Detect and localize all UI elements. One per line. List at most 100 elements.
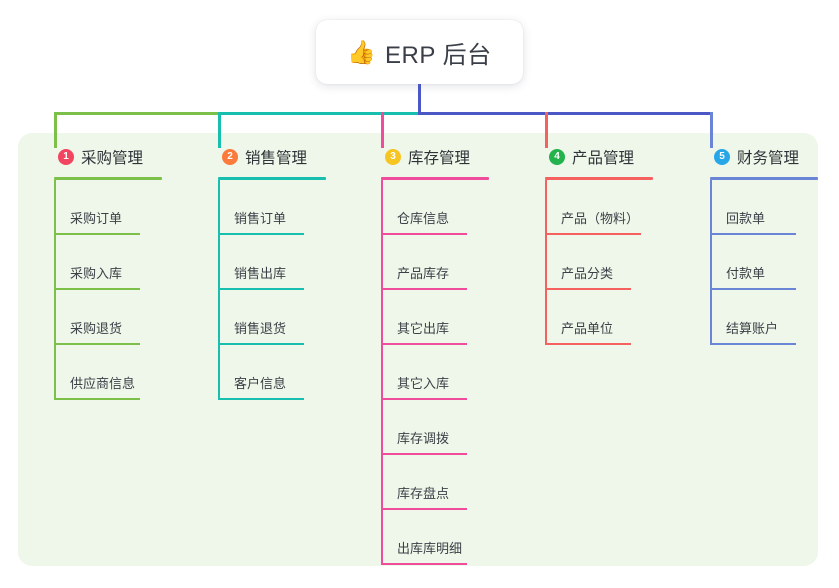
branch-stub-1 <box>54 112 57 148</box>
branch-title: 库存管理 <box>408 150 471 167</box>
item-rule <box>710 233 796 235</box>
branch-column-2: 2 销售管理销售订单销售出库销售退货客户信息 <box>200 146 326 400</box>
item-connector <box>54 290 56 345</box>
item-connector <box>545 180 547 235</box>
branch-header-2[interactable]: 2 销售管理 <box>200 146 307 168</box>
item-label: 销售退货 <box>234 321 287 336</box>
item-label: 产品分类 <box>561 266 614 281</box>
branch-column-4: 4 产品管理产品（物料） 产品分类产品单位 <box>527 146 653 345</box>
item-connector <box>545 235 547 290</box>
branch-title: 销售管理 <box>245 150 308 167</box>
item-label: 产品库存 <box>397 266 450 281</box>
branch-title: 采购管理 <box>81 150 144 167</box>
trunk-segment-2 <box>218 112 421 115</box>
branch-number-badge: 4 <box>549 149 565 165</box>
item-label: 出库库明细 <box>397 541 463 556</box>
item-rule <box>218 233 304 235</box>
item-label: 采购订单 <box>70 211 123 226</box>
item-connector <box>381 180 383 235</box>
item-connector <box>54 345 56 400</box>
root-trunk-line <box>418 84 421 115</box>
item-connector <box>545 290 547 345</box>
item-connector <box>381 510 383 565</box>
item-connector <box>381 455 383 510</box>
item-connector <box>218 180 220 235</box>
item-label: 付款单 <box>726 266 766 281</box>
branch-column-5: 5 财务管理回款单付款单结算账户 <box>692 146 818 345</box>
item-rule <box>381 453 467 455</box>
item-rule <box>381 288 467 290</box>
trunk-segment-3 <box>418 112 713 115</box>
branch-stub-4 <box>545 112 548 148</box>
item-rule <box>54 233 140 235</box>
branch-header-rule <box>54 177 162 180</box>
item-label: 采购退货 <box>70 321 123 336</box>
item-connector <box>710 180 712 235</box>
item-rule <box>710 288 796 290</box>
item-label: 客户信息 <box>234 376 287 391</box>
item-rule <box>381 563 467 565</box>
item-label: 产品（物料） <box>561 211 640 226</box>
item-label: 其它入库 <box>397 376 450 391</box>
branch-column-1: 1 采购管理采购订单采购入库采购退货供应商信息 <box>36 146 162 400</box>
item-label: 产品单位 <box>561 321 614 336</box>
branch-header-3[interactable]: 3 库存管理 <box>363 146 470 168</box>
item-rule <box>218 343 304 345</box>
item-label: 结算账户 <box>726 321 779 336</box>
branch-stub-5 <box>710 112 713 148</box>
branches-panel <box>18 133 818 566</box>
item-rule <box>545 343 631 345</box>
item-connector <box>54 180 56 235</box>
item-label: 销售订单 <box>234 211 287 226</box>
item-connector <box>710 235 712 290</box>
trunk-segment-1 <box>54 112 221 115</box>
item-rule <box>218 288 304 290</box>
root-node-title: ERP 后台 <box>385 41 492 69</box>
item-connector <box>710 290 712 345</box>
item-rule <box>54 343 140 345</box>
item-rule <box>218 398 304 400</box>
branch-stub-3 <box>381 112 384 148</box>
item-label: 供应商信息 <box>70 376 136 391</box>
item-connector <box>218 235 220 290</box>
item-rule <box>54 398 140 400</box>
item-label: 采购入库 <box>70 266 123 281</box>
branch-title: 产品管理 <box>572 150 635 167</box>
item-connector <box>381 235 383 290</box>
branch-title: 财务管理 <box>737 150 800 167</box>
item-connector <box>218 345 220 400</box>
item-rule <box>381 508 467 510</box>
branch-header-rule <box>218 177 326 180</box>
item-rule <box>710 343 796 345</box>
item-connector <box>54 235 56 290</box>
item-label: 回款单 <box>726 211 766 226</box>
item-connector <box>381 345 383 400</box>
item-rule <box>545 288 631 290</box>
item-rule <box>381 343 467 345</box>
branch-number-badge: 3 <box>385 149 401 165</box>
root-node-content: 👍 ERP 后台 <box>347 35 491 70</box>
branch-header-1[interactable]: 1 采购管理 <box>36 146 143 168</box>
item-label: 销售出库 <box>234 266 287 281</box>
item-rule <box>381 233 467 235</box>
item-connector <box>218 290 220 345</box>
item-connector <box>381 290 383 345</box>
branch-stub-2 <box>218 112 221 148</box>
item-connector <box>381 400 383 455</box>
branch-number-badge: 2 <box>222 149 238 165</box>
item-rule <box>381 398 467 400</box>
item-rule <box>54 288 140 290</box>
branch-header-rule <box>710 177 818 180</box>
root-node[interactable]: 👍 ERP 后台 <box>316 20 523 84</box>
thumbs-up-icon: 👍 <box>347 38 377 65</box>
item-label: 库存盘点 <box>397 486 450 501</box>
branch-header-rule <box>545 177 653 180</box>
branch-number-badge: 1 <box>58 149 74 165</box>
branch-header-4[interactable]: 4 产品管理 <box>527 146 634 168</box>
branch-header-5[interactable]: 5 财务管理 <box>692 146 799 168</box>
item-rule <box>545 233 641 235</box>
item-label: 其它出库 <box>397 321 450 336</box>
branch-number-badge: 5 <box>714 149 730 165</box>
